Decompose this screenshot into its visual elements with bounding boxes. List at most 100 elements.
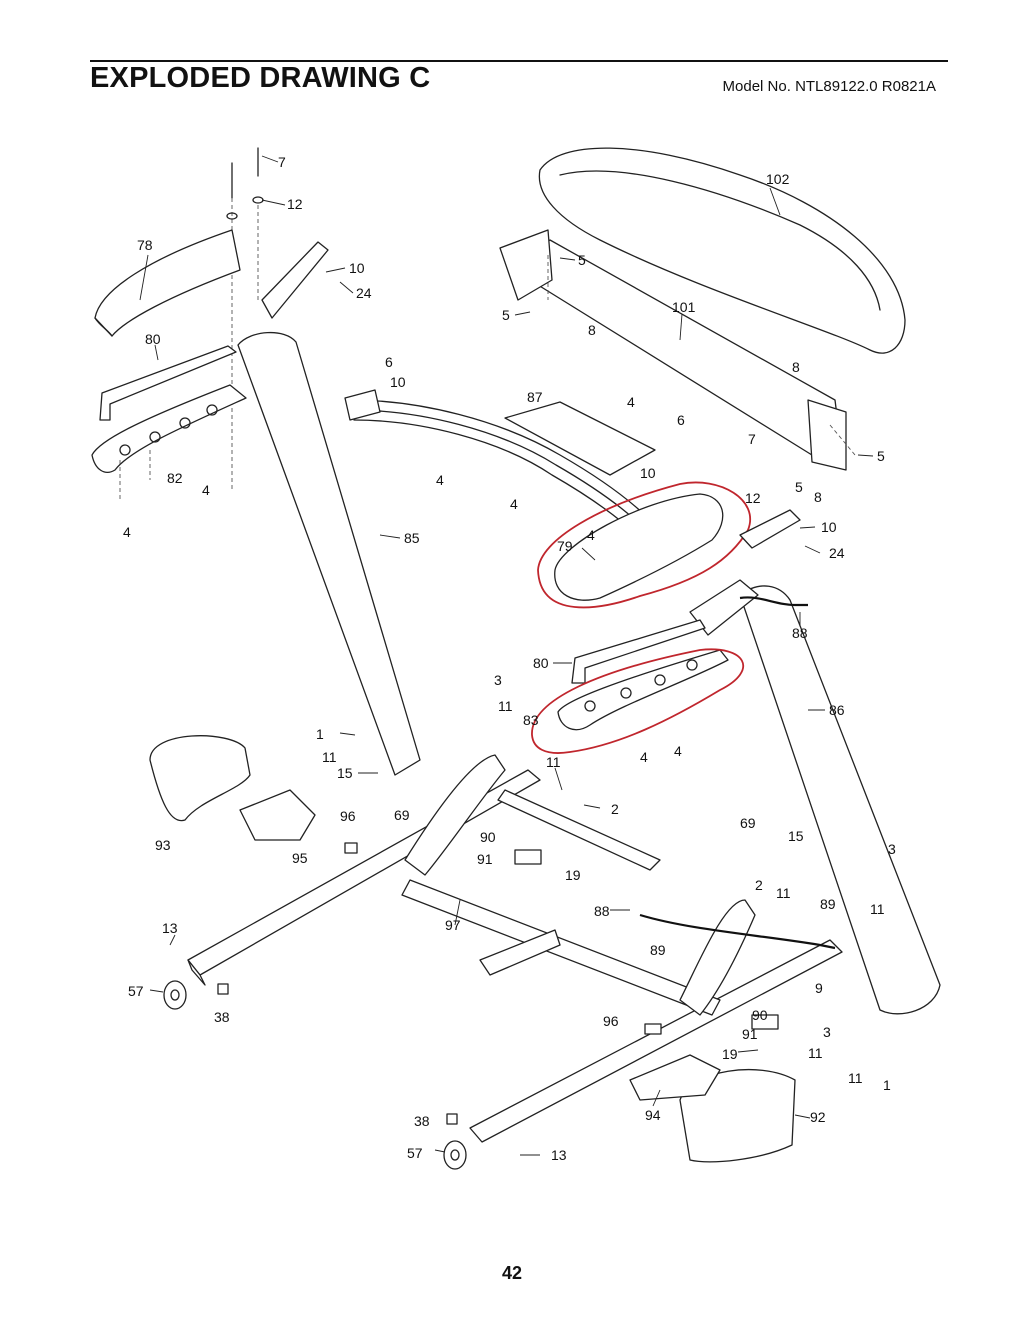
callout-19: 19 xyxy=(722,1046,738,1062)
callout-79: 79 xyxy=(557,538,573,554)
callout-24: 24 xyxy=(829,545,845,561)
callout-5: 5 xyxy=(795,479,803,495)
part-96-label-b xyxy=(644,1023,662,1035)
callout-102: 102 xyxy=(766,171,790,187)
callout-82: 82 xyxy=(167,470,183,486)
callout-11: 11 xyxy=(848,1070,863,1086)
callout-3: 3 xyxy=(823,1024,831,1040)
part-97-rail-left xyxy=(187,769,541,976)
part-102-console-top xyxy=(538,147,906,354)
part-85-upright-left xyxy=(237,331,421,776)
callout-24: 24 xyxy=(356,285,372,301)
callout-97: 97 xyxy=(445,917,461,933)
part-79-handle xyxy=(554,493,724,601)
callout-3: 3 xyxy=(888,841,896,857)
page-title: EXPLODED DRAWING C xyxy=(90,62,431,94)
callout-96: 96 xyxy=(340,808,356,824)
callout-88: 88 xyxy=(792,625,808,641)
callout-88: 88 xyxy=(594,903,610,919)
callout-78: 78 xyxy=(137,237,153,253)
callout-13: 13 xyxy=(162,920,178,936)
page-number: 42 xyxy=(501,1263,523,1283)
callout-3: 3 xyxy=(494,672,502,688)
part-94-cover xyxy=(629,1054,721,1101)
highlight-79-group xyxy=(537,481,751,609)
part-80-channel-top xyxy=(99,345,237,421)
callout-5: 5 xyxy=(578,252,586,268)
callout-92: 92 xyxy=(810,1109,826,1125)
callout-4: 4 xyxy=(587,527,595,543)
part-91-bracket-b xyxy=(751,1014,779,1030)
callout-10: 10 xyxy=(821,519,837,535)
part-57-wheel-bottom xyxy=(443,1140,467,1170)
left-upright-group xyxy=(91,147,421,776)
callout-86: 86 xyxy=(829,702,845,718)
callout-2: 2 xyxy=(611,801,619,817)
small-parts-group xyxy=(163,842,836,1170)
callout-5: 5 xyxy=(502,307,510,323)
callout-69: 69 xyxy=(740,815,756,831)
part-38-nut-bottom xyxy=(446,1113,458,1125)
console-group xyxy=(499,147,906,471)
callout-4: 4 xyxy=(674,743,682,759)
uprights-left-frame xyxy=(404,754,506,876)
callout-91: 91 xyxy=(477,851,493,867)
callout-2: 2 xyxy=(755,877,763,893)
header-rule xyxy=(90,60,948,62)
callout-10: 10 xyxy=(390,374,406,390)
callout-38: 38 xyxy=(214,1009,230,1025)
part-80-channel-bottom xyxy=(571,619,706,684)
callout-12: 12 xyxy=(745,490,761,506)
callout-labels: 7 12 78 10 24 80 82 4 4 6 10 87 4 4 4 85… xyxy=(123,154,896,1163)
uprights-right-frame xyxy=(679,899,756,1016)
callout-13: 13 xyxy=(551,1147,567,1163)
base-frame-group xyxy=(187,754,843,1143)
callout-11: 11 xyxy=(498,698,513,714)
callout-6: 6 xyxy=(677,412,685,428)
callout-8: 8 xyxy=(588,322,596,338)
callout-4: 4 xyxy=(202,482,210,498)
part-93-cover xyxy=(149,735,251,822)
callout-12: 12 xyxy=(287,196,303,212)
callout-6: 6 xyxy=(385,354,393,370)
callout-38: 38 xyxy=(414,1113,430,1129)
part-89-cable xyxy=(639,913,836,950)
callout-4: 4 xyxy=(436,472,444,488)
callout-83: 83 xyxy=(523,712,539,728)
callout-15: 15 xyxy=(337,765,353,781)
callout-11: 11 xyxy=(322,749,337,765)
callout-7: 7 xyxy=(748,431,756,447)
part-57-wheel-top xyxy=(163,980,187,1010)
part-95-cover xyxy=(239,789,316,841)
callout-1: 1 xyxy=(883,1077,891,1093)
callout-8: 8 xyxy=(814,489,822,505)
right-upright-group xyxy=(689,509,941,1015)
callout-95: 95 xyxy=(292,850,308,866)
part-96-label-a xyxy=(344,842,358,854)
callout-89: 89 xyxy=(820,896,836,912)
callout-94: 94 xyxy=(645,1107,661,1123)
callout-10: 10 xyxy=(349,260,365,276)
callout-15: 15 xyxy=(788,828,804,844)
callout-10: 10 xyxy=(640,465,656,481)
callout-93: 93 xyxy=(155,837,171,853)
part-88-cable-top xyxy=(739,596,808,607)
callout-80: 80 xyxy=(145,331,161,347)
callout-19: 19 xyxy=(565,867,581,883)
callout-4: 4 xyxy=(640,749,648,765)
callout-96: 96 xyxy=(603,1013,619,1029)
callout-5: 5 xyxy=(877,448,885,464)
callout-91: 91 xyxy=(742,1026,758,1042)
callout-11: 11 xyxy=(546,754,561,770)
callout-90: 90 xyxy=(752,1007,768,1023)
callout-4: 4 xyxy=(627,394,635,410)
callout-4: 4 xyxy=(510,496,518,512)
highlight-outline-79 xyxy=(537,481,751,609)
callout-4: 4 xyxy=(123,524,131,540)
part-86-upright-right xyxy=(739,585,941,1015)
leader-lines xyxy=(139,155,874,1156)
callout-87: 87 xyxy=(527,389,543,405)
model-number: Model No. NTL89122.0 R0821A xyxy=(722,78,936,95)
part-83-endcap xyxy=(557,649,729,731)
